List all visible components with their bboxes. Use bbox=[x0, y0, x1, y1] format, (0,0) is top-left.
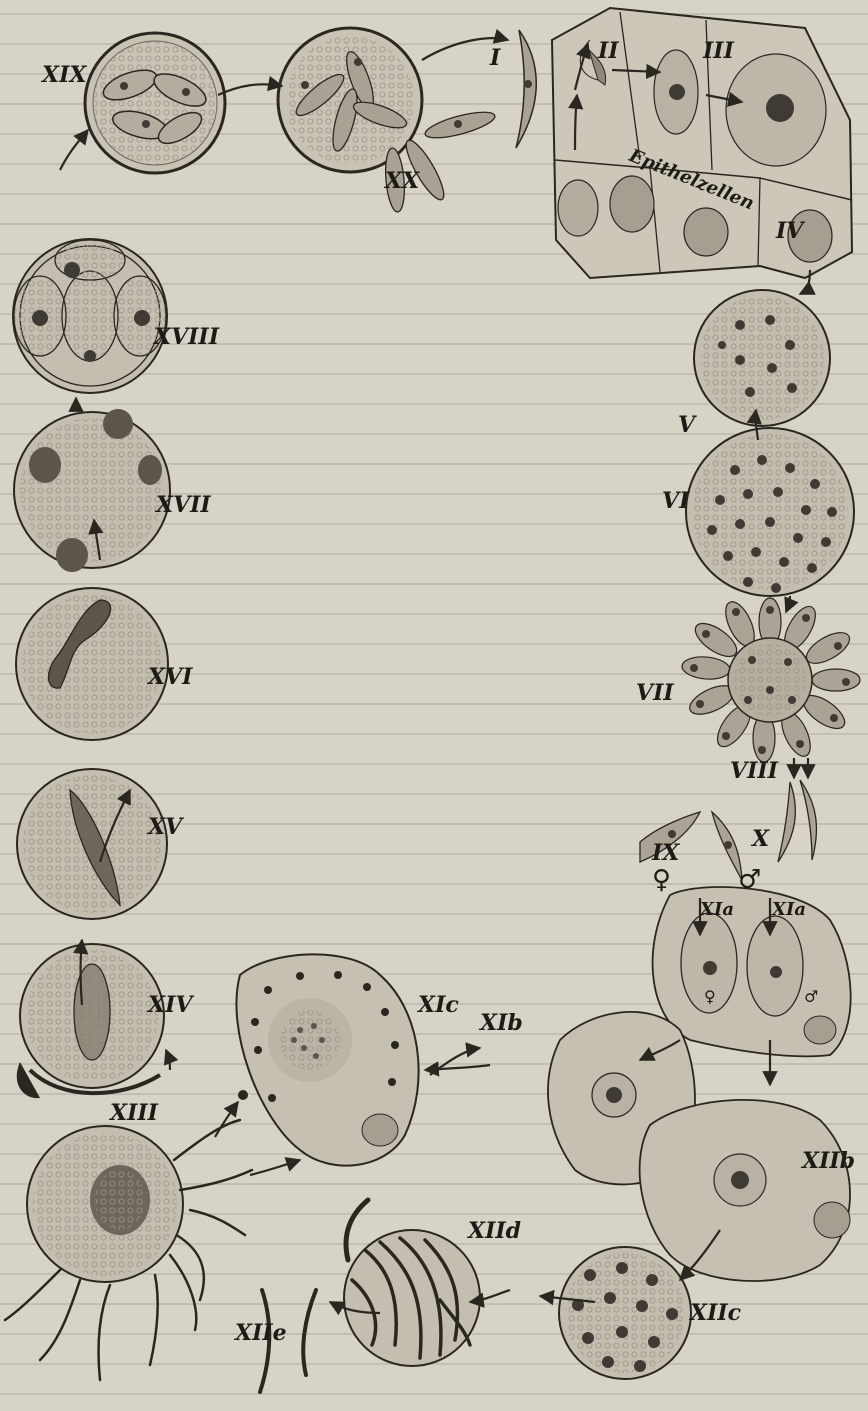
label-xx: XX bbox=[383, 168, 420, 194]
label-xiib: XIIb bbox=[800, 1148, 855, 1174]
label-xiii: XIII bbox=[108, 1100, 159, 1126]
label-male-small: ♂ bbox=[804, 987, 818, 1006]
label-male-symbol: ♂ bbox=[738, 865, 761, 895]
label-viii: VIII bbox=[730, 758, 779, 784]
stage-vii-schizont-rosette bbox=[681, 598, 860, 762]
stage-xiib-microgametocyte bbox=[640, 1100, 850, 1281]
stage-vi-multinucleate bbox=[686, 428, 854, 596]
label-xic: XIc bbox=[416, 992, 459, 1018]
stage-xia-gamete-precursors bbox=[653, 887, 851, 1056]
label-xiv: XIV bbox=[146, 992, 194, 1018]
label-xiid: XIId bbox=[466, 1218, 521, 1244]
label-ii: II bbox=[597, 38, 619, 64]
label-xix: XIX bbox=[40, 62, 87, 88]
stage-ii-iv-epithelial-cells bbox=[552, 8, 852, 278]
label-xvi: XVI bbox=[146, 664, 193, 690]
label-ix: IX bbox=[651, 840, 680, 866]
label-xiie: XIIe bbox=[233, 1320, 287, 1346]
label-xviii: XVIII bbox=[152, 324, 220, 350]
label-iv: IV bbox=[775, 218, 805, 244]
label-v: V bbox=[678, 412, 697, 438]
label-vi: VI bbox=[662, 488, 690, 514]
stage-xviii-sporoblasts bbox=[13, 239, 167, 393]
stage-xvi-oocyst bbox=[16, 588, 168, 740]
label-xiic: XIIc bbox=[688, 1300, 742, 1326]
stage-viii-merozoites bbox=[778, 780, 816, 862]
stage-i-sporozoite bbox=[516, 30, 536, 148]
stage-xv-oocyst bbox=[17, 769, 167, 919]
stage-xiic-microgametocyte bbox=[559, 1247, 691, 1379]
label-i: I bbox=[489, 45, 501, 71]
label-female-small: ♀ bbox=[704, 987, 716, 1006]
label-xvii: XVII bbox=[154, 492, 211, 518]
label-xib: XIb bbox=[478, 1010, 523, 1036]
label-vii: VII bbox=[636, 680, 674, 706]
stage-xiid-microgametes-forming bbox=[344, 1200, 480, 1366]
stage-xix-cyst bbox=[85, 33, 225, 173]
label-xia-2: XIa bbox=[771, 899, 806, 920]
label-xia: XIa bbox=[699, 899, 734, 920]
stage-xiv-zygote bbox=[17, 944, 164, 1098]
label-x: X bbox=[750, 826, 770, 852]
label-iii: III bbox=[702, 38, 735, 64]
label-female-symbol: ♀ bbox=[652, 865, 671, 895]
stage-xic-macrogamete bbox=[236, 954, 418, 1165]
stage-xvii-four-nuclei bbox=[14, 409, 170, 572]
stage-v-nuclear-division bbox=[694, 290, 830, 426]
stage-xiii-fertilization bbox=[5, 1120, 252, 1380]
label-xv: XV bbox=[146, 814, 184, 840]
